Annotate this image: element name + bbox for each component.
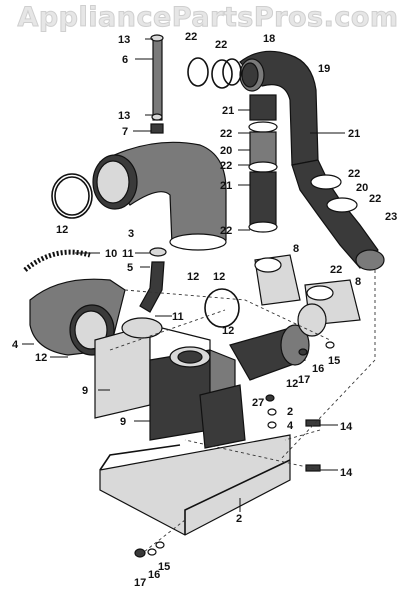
callout-22: 22 xyxy=(220,225,232,237)
watermark: AppliancePartsPros.com xyxy=(17,2,399,34)
callout-8: 8 xyxy=(355,276,361,288)
main-elbow-duct xyxy=(92,141,227,251)
rod-assembly xyxy=(150,34,164,134)
callout-13: 13 xyxy=(118,110,130,122)
callout-27: 27 xyxy=(252,397,264,409)
callout-12: 12 xyxy=(222,325,234,337)
callout-12: 12 xyxy=(187,271,199,283)
callout-15: 15 xyxy=(328,355,340,367)
center-clamp xyxy=(204,288,240,328)
callout-22: 22 xyxy=(220,128,232,140)
callout-3: 3 xyxy=(128,228,134,240)
callout-labels: 13 22 22 18 6 19 21 13 7 22 21 20 22 22 … xyxy=(12,31,397,589)
left-clamp xyxy=(51,173,93,219)
callout-15: 15 xyxy=(158,561,170,573)
callout-11: 11 xyxy=(122,248,134,260)
callout-2: 2 xyxy=(236,513,242,525)
callout-6: 6 xyxy=(122,54,128,66)
vertical-duct-stack xyxy=(248,94,278,233)
callout-23: 23 xyxy=(385,211,397,223)
callout-14: 14 xyxy=(340,421,353,433)
small-hose xyxy=(139,247,167,313)
callout-4: 4 xyxy=(12,339,19,351)
callout-11: 11 xyxy=(172,311,184,323)
callout-16: 16 xyxy=(312,363,324,375)
callout-9: 9 xyxy=(120,416,126,428)
upper-clamps xyxy=(187,57,242,89)
callout-8: 8 xyxy=(293,243,299,255)
callout-22: 22 xyxy=(185,31,197,43)
callout-18: 18 xyxy=(263,33,275,45)
manifold-blocks xyxy=(94,317,246,449)
callout-7: 7 xyxy=(122,126,128,138)
callout-12: 12 xyxy=(56,224,68,236)
callout-12: 12 xyxy=(286,378,298,390)
callout-21: 21 xyxy=(348,128,360,140)
callout-21: 21 xyxy=(222,105,234,117)
callout-22: 22 xyxy=(215,39,227,51)
callout-16: 16 xyxy=(148,569,160,581)
callout-21: 21 xyxy=(220,180,232,192)
callout-5: 5 xyxy=(127,262,133,274)
callout-13: 13 xyxy=(118,34,130,46)
callout-17: 17 xyxy=(298,374,310,386)
callout-17: 17 xyxy=(134,577,146,589)
callout-22: 22 xyxy=(369,193,381,205)
callout-12: 12 xyxy=(213,271,225,283)
callout-22: 22 xyxy=(348,168,360,180)
callout-4: 4 xyxy=(287,420,294,432)
right-long-duct xyxy=(291,159,385,271)
base-plate xyxy=(99,434,291,536)
upper-elbow-duct xyxy=(239,50,319,166)
callout-19: 19 xyxy=(318,63,330,75)
callout-22: 22 xyxy=(220,160,232,172)
spring-clamp xyxy=(23,249,91,272)
callout-2: 2 xyxy=(287,406,293,418)
callout-9: 9 xyxy=(82,385,88,397)
assembly-lines xyxy=(109,270,376,556)
callout-20: 20 xyxy=(356,182,368,194)
callout-22: 22 xyxy=(330,264,342,276)
leader-lines xyxy=(22,38,345,512)
callout-12: 12 xyxy=(35,352,47,364)
callout-10: 10 xyxy=(105,248,117,260)
callout-20: 20 xyxy=(220,145,232,157)
callout-14: 14 xyxy=(340,467,353,479)
